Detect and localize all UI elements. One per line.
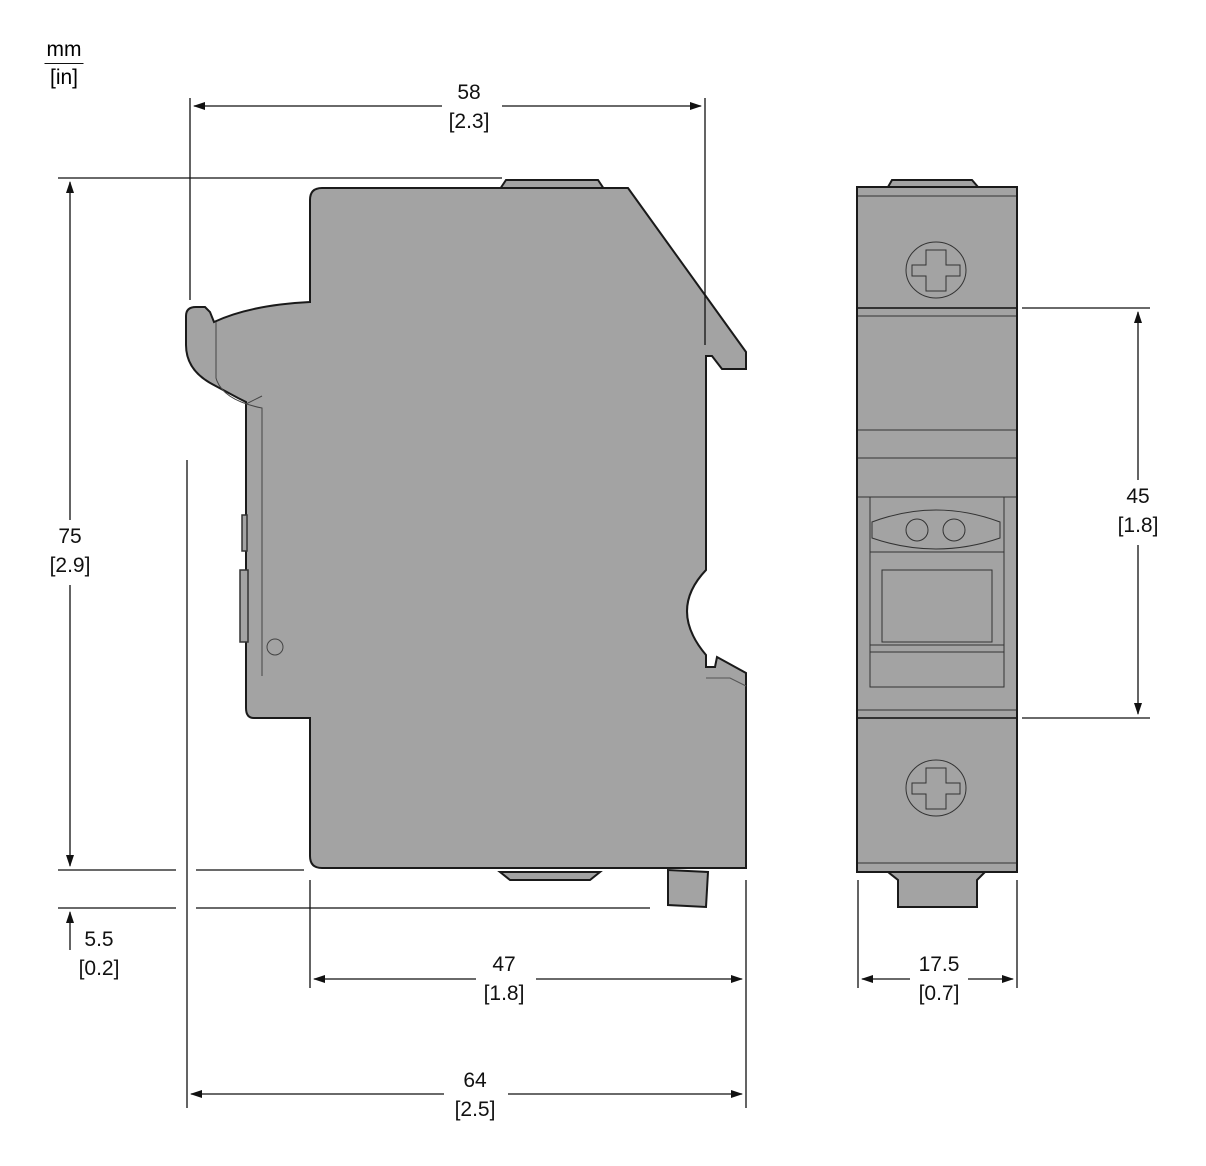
dimension-lines	[58, 98, 1150, 1108]
dim-depth-body: 47 [1.8]	[479, 950, 529, 1008]
side-body	[185, 187, 747, 869]
unit-in: [in]	[49, 66, 78, 89]
units-legend: mm [in]	[44, 36, 84, 91]
dim-depth-total: 64 [2.5]	[450, 1066, 500, 1124]
dim-front-height: 45 [1.8]	[1113, 482, 1163, 540]
front-view	[856, 179, 1018, 908]
front-body	[856, 186, 1018, 873]
dim-mm: 45	[1126, 485, 1150, 508]
dim-width: 17.5 [0.7]	[914, 950, 964, 1008]
dim-in: [1.8]	[1117, 514, 1159, 537]
rail-latch	[667, 868, 710, 909]
dim-in: [2.9]	[49, 554, 91, 577]
bottom-clip	[497, 871, 603, 881]
led-indicator	[266, 638, 284, 656]
dim-mm: 17.5	[918, 953, 960, 976]
dim-in: [2.3]	[448, 110, 490, 133]
unit-mm: mm	[44, 36, 84, 64]
dim-in: [1.8]	[483, 982, 525, 1005]
dim-mm: 58	[457, 81, 481, 104]
bottom-screw-icon	[905, 759, 967, 817]
dim-in: [2.5]	[454, 1098, 496, 1121]
dim-depth-top: 58 [2.3]	[444, 78, 494, 136]
dim-mm: 47	[492, 953, 516, 976]
dim-rail-offset: 5.5 [0.2]	[74, 925, 124, 983]
dim-mm: 75	[58, 525, 82, 548]
side-view	[185, 179, 747, 909]
dim-in: [0.2]	[78, 957, 120, 980]
dim-in: [0.7]	[918, 982, 960, 1005]
dim-mm: 5.5	[84, 928, 114, 951]
dim-mm: 64	[463, 1069, 487, 1092]
top-screw-icon	[905, 241, 967, 299]
dim-height: 75 [2.9]	[45, 522, 95, 580]
